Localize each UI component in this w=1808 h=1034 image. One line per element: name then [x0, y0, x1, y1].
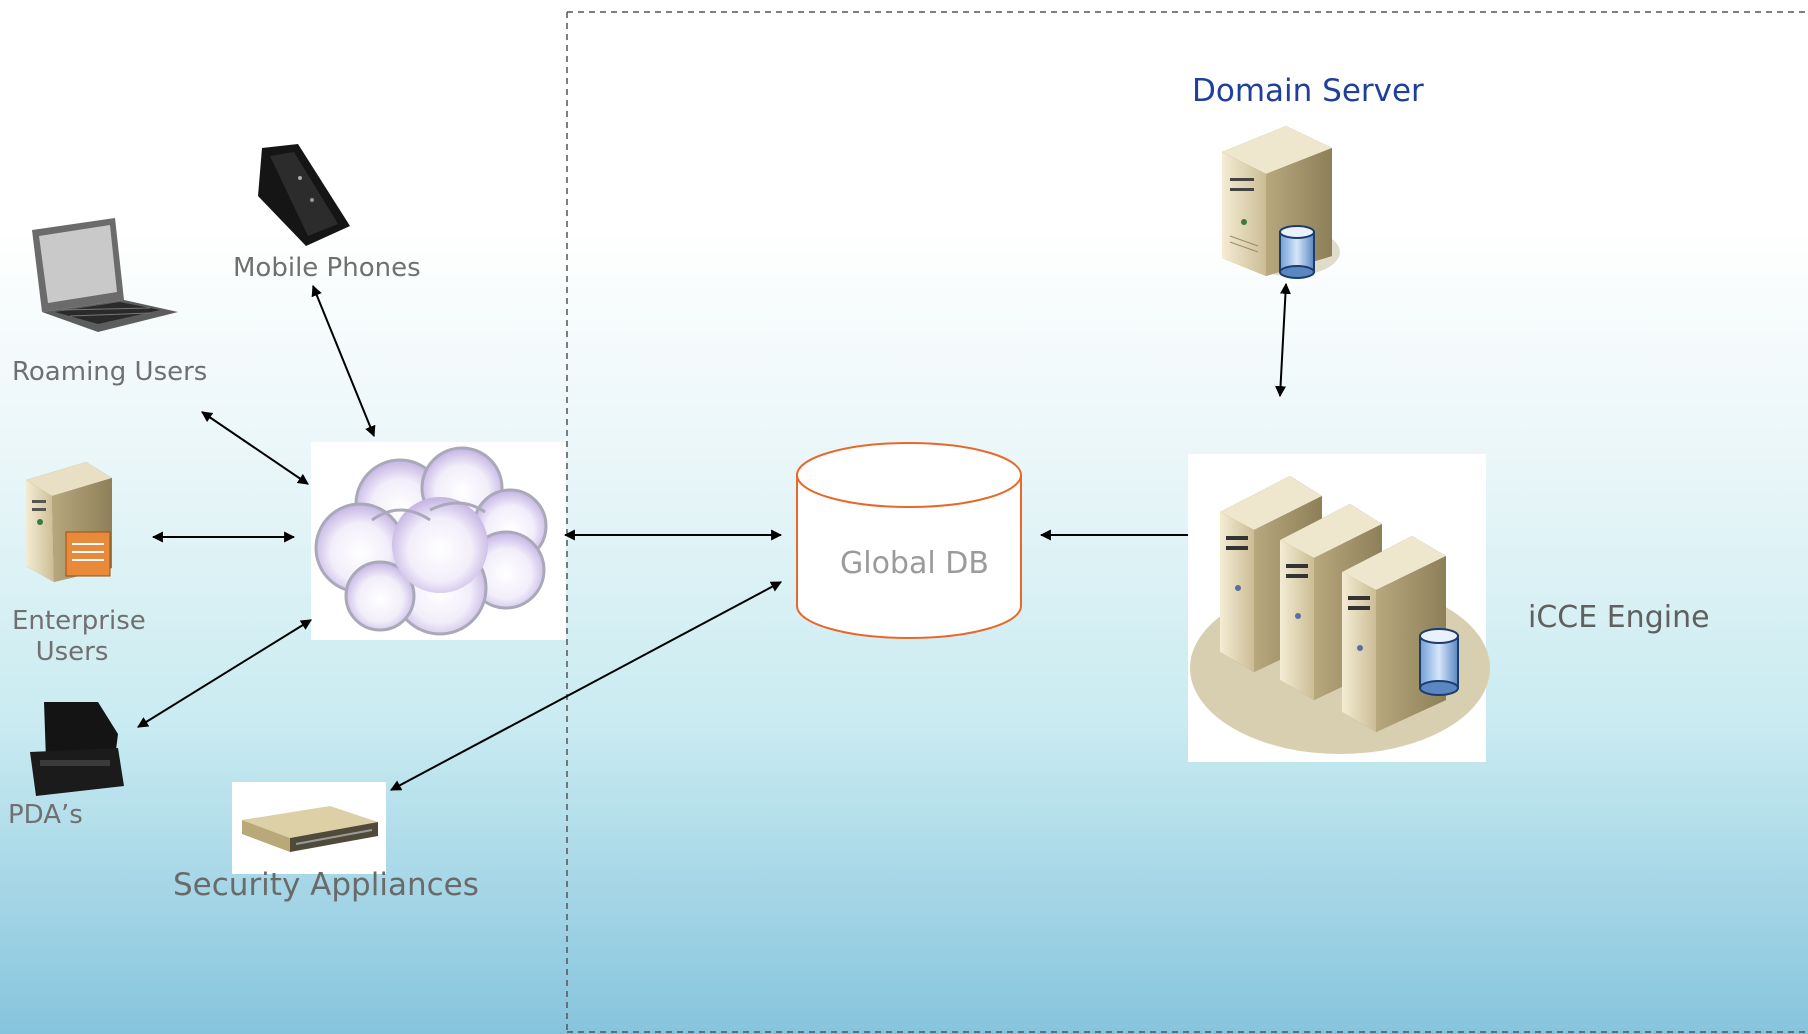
pda-icon — [30, 702, 124, 796]
pdas-label: PDA’s — [8, 800, 83, 830]
connector-roaming-cloud — [201, 411, 309, 485]
mobile-phone-icon — [258, 144, 350, 246]
security-appliances-label: Security Appliances — [173, 867, 479, 903]
cloud-icon — [311, 442, 566, 640]
roaming-users-label: Roaming Users — [12, 357, 208, 387]
icce-engine-label: iCCE Engine — [1528, 600, 1710, 635]
connector-security-globaldb — [390, 581, 782, 791]
mobile-phones-label: Mobile Phones — [233, 253, 421, 283]
network-appliance-icon — [232, 782, 386, 874]
server-icon — [26, 462, 112, 582]
connector-domain-icce — [1275, 282, 1291, 398]
domain-server-label: Domain Server — [1192, 73, 1424, 109]
global-db-label: Global DB — [840, 546, 989, 581]
connector-mobile-cloud — [311, 284, 376, 438]
connector-pda-cloud — [137, 619, 312, 728]
enterprise-users-label-line1: Enterprise — [12, 606, 146, 636]
enterprise-users-label-line2: Users — [35, 637, 109, 668]
cloud-boundary-line — [566, 11, 1808, 1034]
server-cluster-icon — [1188, 454, 1490, 762]
database-server-icon — [1222, 126, 1340, 279]
database-cylinder-icon — [796, 442, 1022, 639]
enterprise-users-label: Enterprise Users — [12, 606, 146, 668]
laptop-icon — [32, 218, 178, 332]
